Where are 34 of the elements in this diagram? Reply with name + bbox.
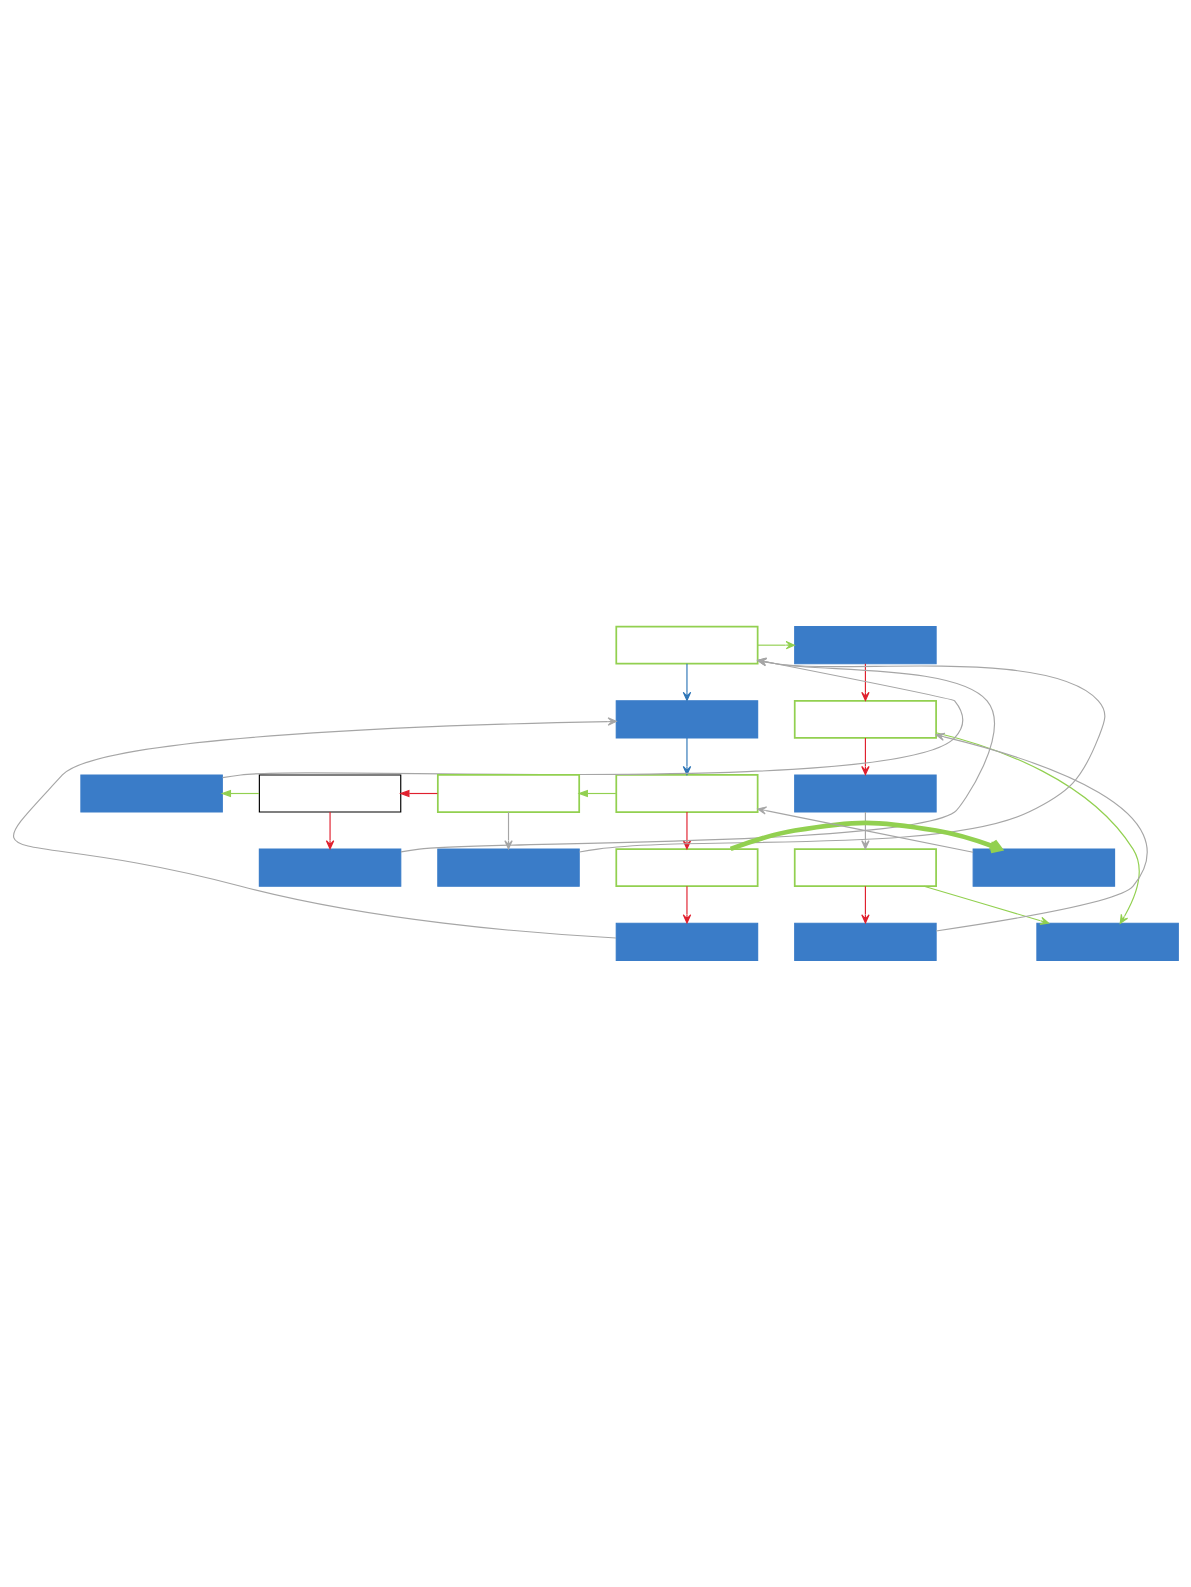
arrow [861, 811, 870, 850]
arrow [12, 717, 617, 939]
node-box [615, 625, 759, 665]
node-box [80, 774, 223, 813]
arrow [399, 789, 438, 798]
node-box [794, 774, 937, 813]
node-box [1036, 922, 1179, 961]
node-box [436, 774, 581, 813]
arrow [729, 820, 1003, 854]
arrow [220, 789, 260, 798]
arrow [325, 811, 335, 850]
arrow [682, 737, 692, 776]
arrow [861, 663, 870, 702]
node-box [793, 848, 937, 888]
arrow [577, 789, 617, 798]
arrow [861, 885, 870, 924]
node-box [793, 699, 937, 739]
node-box [615, 774, 759, 813]
arrow [682, 663, 692, 702]
node-box [794, 922, 937, 961]
arrow [222, 657, 964, 779]
arrow [757, 806, 974, 853]
node-box [972, 848, 1116, 887]
node-box [615, 848, 759, 888]
node-box [437, 848, 580, 887]
node-box [794, 626, 937, 665]
node-box [615, 922, 759, 961]
arrow [682, 885, 692, 924]
node-box [258, 848, 402, 887]
node-box [615, 700, 759, 739]
arrow [861, 737, 870, 776]
node-box [258, 774, 402, 813]
arrow [757, 640, 795, 650]
arrow [923, 885, 1050, 925]
